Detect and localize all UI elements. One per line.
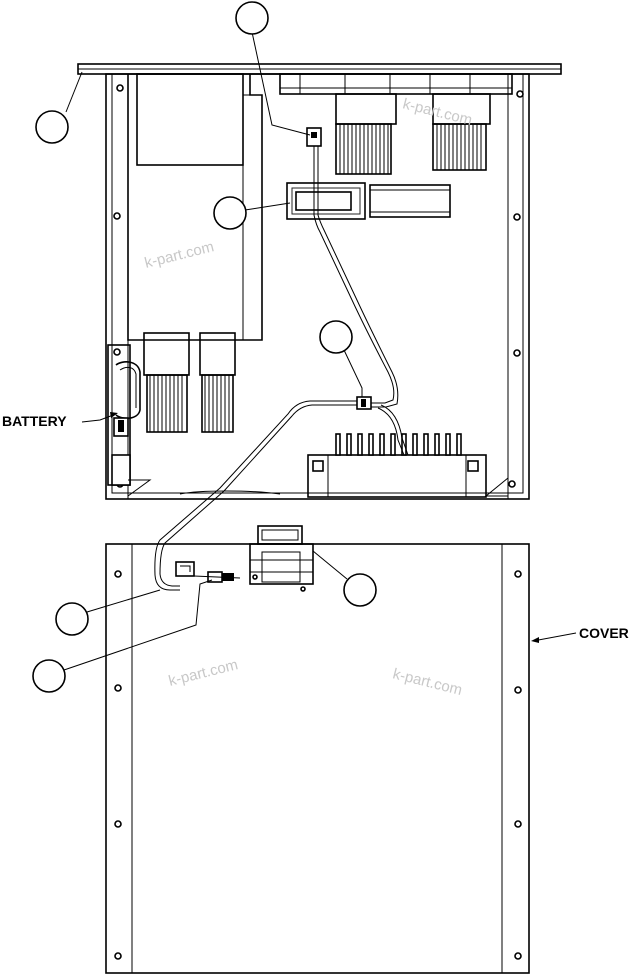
top-small-connector (306, 127, 322, 147)
callout-4 (319, 320, 363, 397)
cover-label-group: COVER (531, 625, 629, 643)
battery-holder (107, 344, 141, 486)
heat-sink-fin (412, 433, 418, 456)
ribbon-connector-lower-left (143, 332, 190, 433)
ribbon-connector-lower-right (199, 332, 236, 433)
heat-sink-fin (434, 433, 440, 456)
top-connector-strip (279, 73, 513, 95)
cable-harness (154, 146, 409, 591)
callout-7 (312, 550, 377, 607)
callout-5 (55, 589, 161, 636)
cover-connector (249, 525, 314, 592)
battery-label-group: BATTERY (2, 412, 118, 429)
board-module (136, 73, 244, 166)
ic-chip-dark (286, 182, 366, 220)
cable-clip (175, 561, 241, 583)
watermark: k-part.com (167, 656, 240, 690)
inline-connector (356, 396, 372, 410)
callout-1 (35, 71, 83, 144)
cover-holes (114, 570, 522, 960)
heat-sink-fin (456, 433, 462, 456)
ic-chip (369, 184, 451, 218)
heat-sink-fin (346, 433, 352, 456)
battery-label: BATTERY (2, 413, 67, 429)
callout-3 (213, 196, 291, 230)
heat-sink-fin (335, 433, 341, 456)
heat-sink-fin (390, 433, 396, 456)
heat-sink (307, 433, 487, 498)
callout-6 (32, 579, 213, 693)
heat-sink-fin (379, 433, 385, 456)
callouts (32, 1, 377, 693)
cover-panel (105, 525, 530, 974)
cover-label: COVER (579, 625, 629, 641)
mounting-holes (113, 84, 524, 488)
heat-sink-fin (445, 433, 451, 456)
heat-sink-fin (357, 433, 363, 456)
ribbon-connector-top-left (335, 93, 397, 175)
chassis-unit (77, 63, 562, 591)
watermark: k-part.com (143, 238, 216, 272)
heat-sink-fin (423, 433, 429, 456)
ribbon-connector-top-right (432, 93, 491, 171)
callout-2 (235, 1, 311, 136)
heat-sink-fin (368, 433, 374, 456)
watermarks: k-part.com k-part.com k-part.com k-part.… (143, 95, 474, 699)
watermark: k-part.com (391, 665, 464, 699)
